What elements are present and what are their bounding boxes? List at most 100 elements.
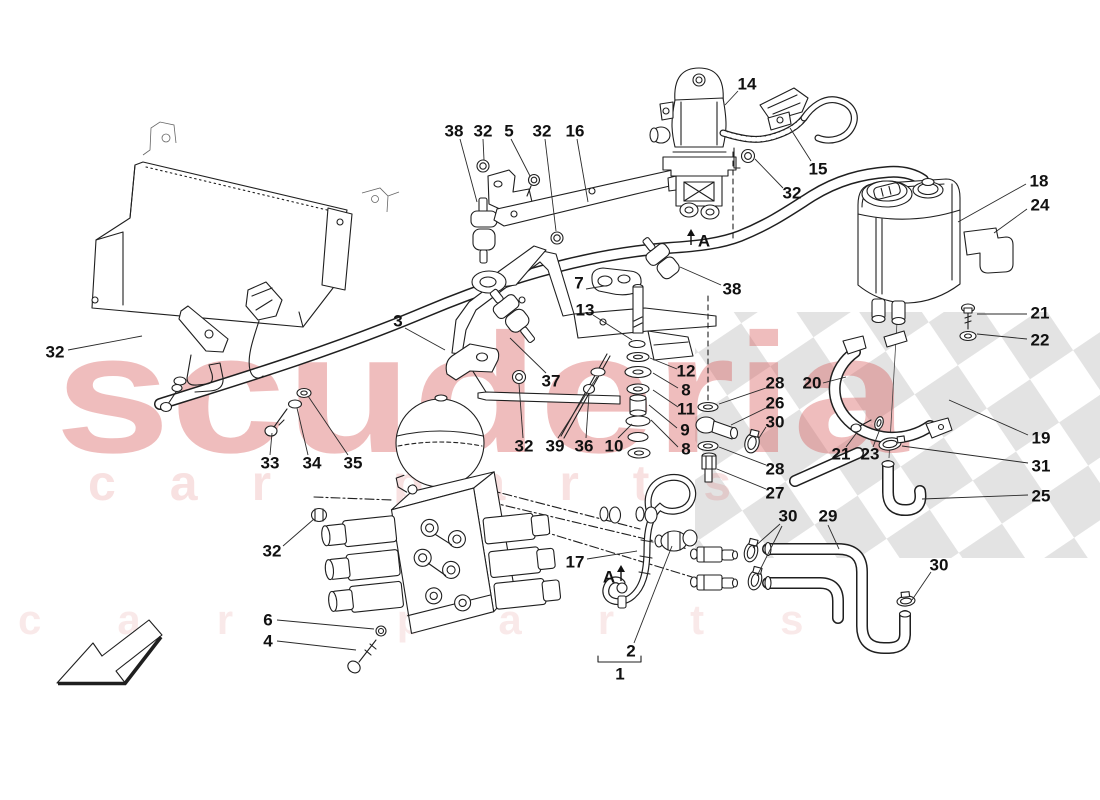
leader-line-8 bbox=[652, 372, 679, 389]
callout-36: 36 bbox=[575, 437, 594, 456]
callout-21: 21 bbox=[832, 445, 851, 464]
direction-arrow bbox=[56, 619, 163, 686]
accumulator-sphere bbox=[395, 398, 485, 488]
leader-line-29 bbox=[827, 524, 840, 550]
callout-A: A bbox=[603, 568, 615, 587]
callout-1: 1 bbox=[615, 665, 624, 684]
callout-33: 33 bbox=[261, 454, 280, 473]
callout-9: 9 bbox=[680, 421, 689, 440]
valve-block-ports bbox=[413, 518, 472, 612]
leader-line-15 bbox=[789, 127, 812, 162]
leader-line-17 bbox=[586, 550, 638, 560]
leader-line-3 bbox=[404, 327, 446, 351]
leader-line-30 bbox=[911, 571, 932, 601]
callout-24: 24 bbox=[1031, 196, 1050, 215]
callout-39: 39 bbox=[546, 437, 565, 456]
leader-line-23 bbox=[872, 428, 881, 448]
leader-line-39 bbox=[557, 376, 598, 439]
callout-19: 19 bbox=[1032, 429, 1051, 448]
leader-line-6 bbox=[276, 619, 375, 630]
heat-shield-panel bbox=[91, 121, 400, 328]
leader-line-31 bbox=[901, 445, 1029, 464]
leader-line-8 bbox=[650, 419, 679, 448]
section-arrow-icon bbox=[687, 229, 695, 245]
leader-line-32 bbox=[518, 383, 524, 439]
callout-4: 4 bbox=[263, 632, 273, 651]
leader-line-38 bbox=[459, 138, 478, 203]
power-unit bbox=[310, 343, 562, 674]
leader-line-19 bbox=[948, 399, 1029, 436]
solenoid-valves-left bbox=[321, 515, 404, 613]
callout-32: 32 bbox=[474, 122, 493, 141]
leader-line-30 bbox=[756, 525, 783, 577]
leader-line-11 bbox=[652, 389, 679, 408]
leader-line-10 bbox=[617, 423, 633, 439]
callout-10: 10 bbox=[605, 437, 624, 456]
leader-line-28 bbox=[718, 446, 767, 466]
solenoid-valves-right bbox=[482, 512, 562, 610]
leader-line-32 bbox=[544, 138, 557, 232]
leader-line-36 bbox=[585, 393, 590, 439]
callout-11: 11 bbox=[677, 400, 695, 419]
callout-38: 38 bbox=[445, 122, 464, 141]
union-fitting bbox=[689, 546, 739, 563]
leader-line-35 bbox=[307, 395, 349, 456]
callout-37: 37 bbox=[542, 372, 561, 391]
callout-21: 21 bbox=[1031, 304, 1050, 323]
bolt-4-head bbox=[347, 660, 361, 674]
callout-23: 23 bbox=[861, 445, 880, 464]
callout-30: 30 bbox=[930, 556, 949, 575]
leader-line-32 bbox=[282, 518, 315, 547]
callout-6: 6 bbox=[263, 611, 272, 630]
callout-15: 15 bbox=[809, 160, 828, 179]
group-bracket-1 bbox=[597, 655, 642, 663]
section-arrow-icon bbox=[617, 565, 625, 581]
leader-line-9 bbox=[648, 404, 678, 429]
hoses-29 bbox=[762, 541, 916, 654]
joint-hardware bbox=[695, 401, 760, 483]
leader-line-32 bbox=[67, 335, 143, 351]
callout-17: 17 bbox=[566, 553, 585, 572]
callout-26: 26 bbox=[766, 394, 785, 413]
leader-line-32 bbox=[754, 158, 784, 189]
callout-16: 16 bbox=[566, 122, 585, 141]
electrical-connector bbox=[245, 281, 283, 379]
callout-35: 35 bbox=[344, 454, 363, 473]
callout-29: 29 bbox=[819, 507, 838, 526]
pump-assembly bbox=[493, 67, 858, 227]
leader-line-37 bbox=[509, 337, 547, 374]
leader-line-30 bbox=[752, 523, 781, 549]
callout-34: 34 bbox=[303, 454, 322, 473]
feed-hose-harness bbox=[154, 165, 929, 410]
callout-A: A bbox=[698, 232, 710, 251]
leader-line-27 bbox=[716, 468, 767, 490]
tank-clamp bbox=[789, 330, 953, 517]
leader-line-7 bbox=[585, 285, 605, 290]
leader-line-33 bbox=[269, 432, 273, 456]
leader-line-14 bbox=[724, 90, 739, 106]
leader-line-25 bbox=[921, 494, 1029, 500]
callout-32: 32 bbox=[533, 122, 552, 141]
oil-tank bbox=[857, 177, 1014, 342]
callout-25: 25 bbox=[1032, 487, 1051, 506]
callout-31: 31 bbox=[1032, 457, 1051, 476]
callout-14: 14 bbox=[738, 75, 757, 94]
callout-7: 7 bbox=[574, 274, 583, 293]
callout-38: 38 bbox=[723, 280, 742, 299]
leader-line-24 bbox=[993, 208, 1028, 234]
leader-line-2 bbox=[633, 545, 673, 644]
callout-8: 8 bbox=[681, 381, 690, 400]
callout-32: 32 bbox=[46, 343, 65, 362]
leader-line-12 bbox=[649, 357, 678, 370]
hose-17-assembly bbox=[599, 473, 763, 609]
callout-8: 8 bbox=[681, 440, 690, 459]
callout-20: 20 bbox=[803, 374, 822, 393]
leader-line-5 bbox=[510, 138, 531, 177]
callout-28: 28 bbox=[766, 460, 785, 479]
callout-12: 12 bbox=[677, 362, 696, 381]
tank-bracket-24 bbox=[963, 227, 1014, 274]
leader-line-28 bbox=[718, 387, 767, 405]
callout-32: 32 bbox=[783, 184, 802, 203]
callout-30: 30 bbox=[779, 507, 798, 526]
